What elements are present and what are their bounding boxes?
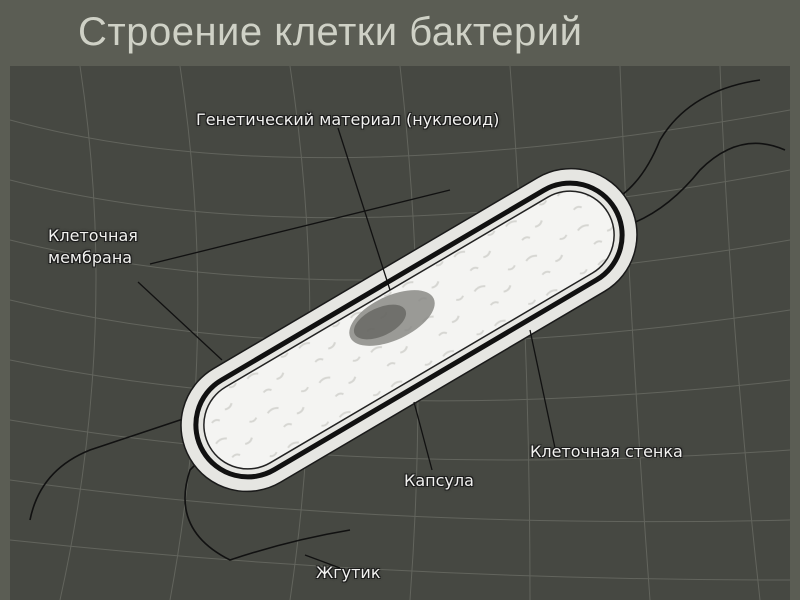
bacterium-diagram: [10, 66, 790, 600]
nucleoid: [349, 290, 435, 346]
cell-wall: [193, 180, 625, 480]
label-membrane-line2: мембрана: [48, 248, 133, 267]
label-capsule: Капсула: [404, 471, 474, 490]
slide-title: Строение клетки бактерий: [78, 10, 583, 54]
label-flagellum: Жгутик: [316, 563, 381, 582]
label-membrane-line1: Клеточная: [48, 226, 138, 245]
label-genetic-material: Генетический материал (нуклеоид): [196, 110, 500, 129]
diagram-frame: Генетический материал (нуклеоид) Клеточн…: [10, 66, 790, 600]
label-cell-wall: Клеточная стенка: [530, 442, 683, 461]
leader-lines: [137, 127, 556, 569]
